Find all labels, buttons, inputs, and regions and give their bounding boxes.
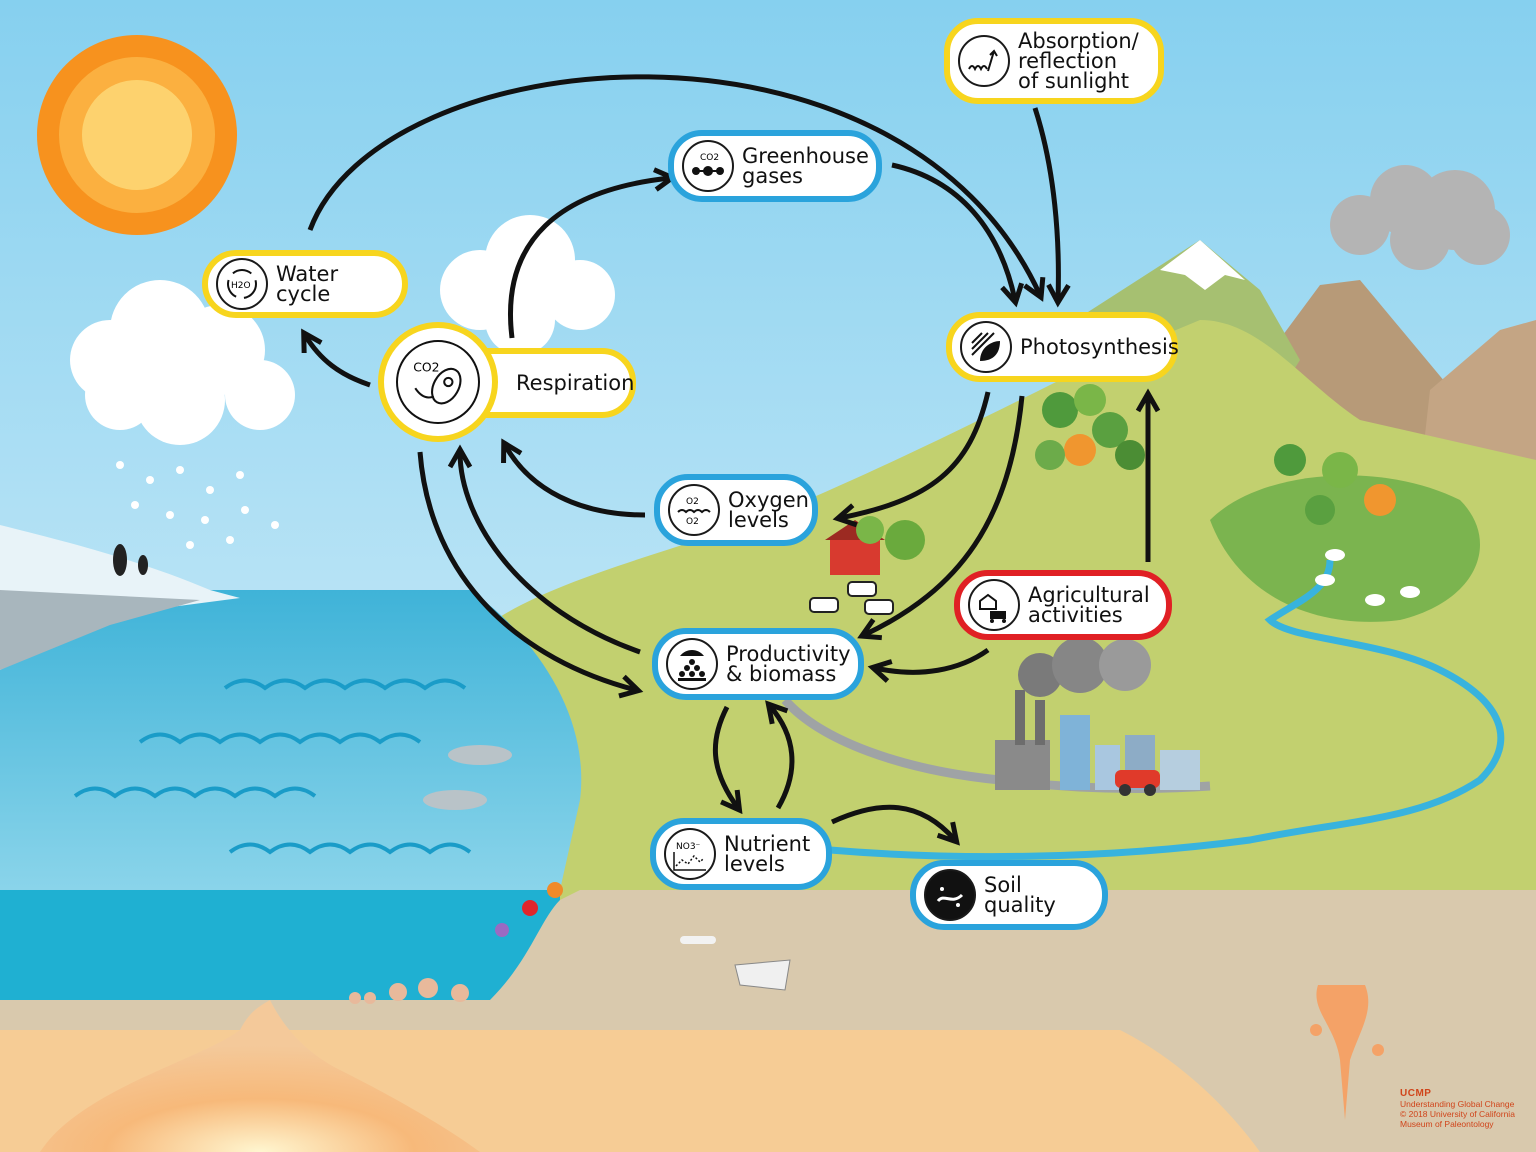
h2o-cycle-icon: H2O: [216, 258, 268, 310]
node-label: Soil quality: [984, 873, 1056, 917]
waves: [73, 678, 472, 855]
microbe-co2-icon: CO2: [396, 340, 480, 424]
river: [829, 559, 1505, 861]
sheep: [1315, 549, 1420, 606]
glacier-rock: [0, 590, 200, 670]
node-label: Greenhouse gases: [742, 144, 869, 188]
no3-graph-icon: NO3⁻: [664, 828, 716, 880]
penguins: [113, 544, 148, 576]
svg-text:NO3⁻: NO3⁻: [676, 842, 701, 852]
farm: [825, 516, 925, 575]
credit-line: Understanding Global Change: [1400, 1099, 1515, 1109]
node-label: Agricultural activities: [1028, 583, 1150, 627]
starfish: [495, 882, 563, 937]
svg-text:H2O: H2O: [231, 281, 251, 291]
node-label: Nutrient levels: [724, 832, 811, 876]
svg-text:O2: O2: [686, 517, 699, 527]
credit-line: © 2018 University of California: [1400, 1109, 1515, 1119]
respiration-icon-badge: CO2: [378, 322, 498, 442]
node-label: Respiration: [516, 371, 635, 395]
ucmp-logo: UCMP: [1400, 1088, 1432, 1099]
geyser: [1310, 985, 1384, 1120]
node-water-cycle: H2O Water cycle: [202, 250, 408, 318]
snow-cap: [1160, 240, 1245, 290]
cloud-center: [440, 215, 615, 355]
ocean: [0, 590, 582, 890]
shells: [349, 978, 469, 1004]
cows: [809, 581, 894, 615]
farm-tractor-icon: [968, 579, 1020, 631]
meadow: [1210, 475, 1480, 622]
volcano-smoke: [1330, 165, 1510, 270]
cloud-left: [70, 280, 295, 445]
sun-icon: [37, 35, 237, 235]
node-greenhouse-gases: CO2 Greenhouse gases: [668, 130, 882, 202]
fossil-bone-icon: [680, 936, 716, 944]
svg-text:CO2: CO2: [413, 360, 439, 375]
arrows: [301, 74, 1161, 846]
node-label: Oxygen levels: [728, 488, 809, 532]
node-nutrient-levels: NO3⁻ Nutrient levels: [650, 818, 832, 890]
dolphins: [423, 745, 512, 810]
deep-ocean: [0, 890, 560, 1000]
node-productivity-biomass: Productivity & biomass: [652, 628, 864, 700]
strata-hill: [1420, 320, 1536, 480]
forest: [1035, 384, 1396, 525]
node-label: Absorption/ reflection of sunlight: [1018, 29, 1139, 93]
node-label: Photosynthesis: [1020, 335, 1179, 359]
svg-text:CO2: CO2: [700, 153, 719, 163]
rain-drops: [116, 461, 279, 549]
credit-line: Museum of Paleontology: [1400, 1119, 1494, 1129]
node-label: Water cycle: [276, 262, 339, 306]
biomass-pile-icon: [666, 638, 718, 690]
node-label: Productivity & biomass: [726, 642, 851, 686]
node-absorption: Absorption/ reflection of sunlight: [944, 18, 1164, 104]
soil-worm-icon: [924, 869, 976, 921]
credit-block: UCMP Understanding Global Change © 2018 …: [1400, 1088, 1515, 1130]
leaf-sun-icon: [960, 321, 1012, 373]
factory: [995, 637, 1151, 790]
fossil-skull-icon: [734, 959, 791, 991]
car-icon: [1115, 770, 1160, 796]
node-photosynthesis: Photosynthesis: [946, 312, 1179, 382]
sunlight-wave-icon: [958, 35, 1010, 87]
co2-molecule-icon: CO2: [682, 140, 734, 192]
svg-text:O2: O2: [686, 497, 699, 507]
node-soil-quality: Soil quality: [910, 860, 1108, 930]
node-agricultural-activities: Agricultural activities: [954, 570, 1172, 640]
magma-plume: [40, 1000, 480, 1152]
